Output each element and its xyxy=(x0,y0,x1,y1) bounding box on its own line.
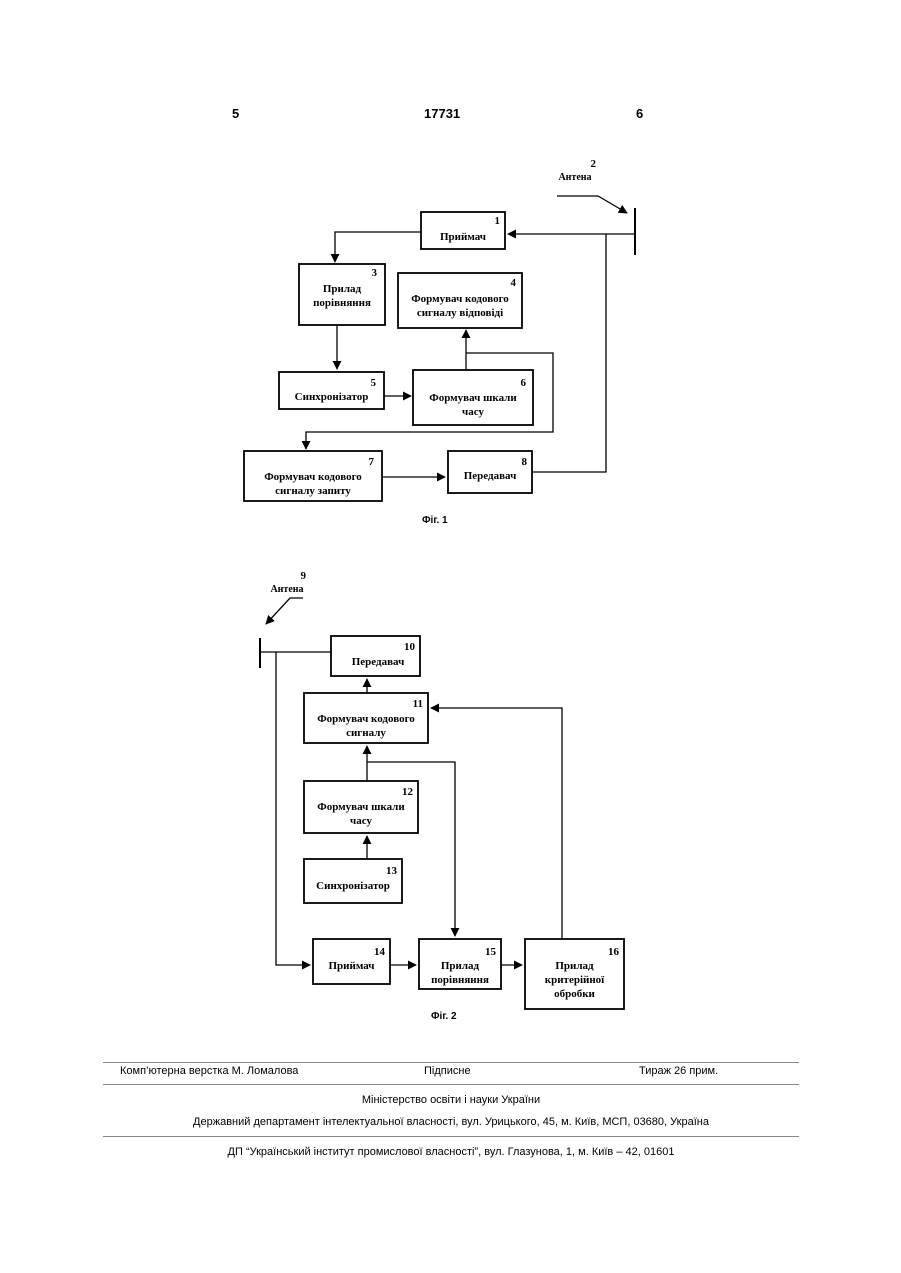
block-12-label: Формувач шкали часу xyxy=(308,800,414,828)
footer-rule-top xyxy=(103,1062,799,1063)
block-10-label: Передавач xyxy=(338,655,418,669)
block-7-label: Формувач кодового сигналу запиту xyxy=(252,470,374,498)
block-13-number: 13 xyxy=(375,865,397,877)
block-8-label: Передавач xyxy=(448,469,532,483)
antenna-2-number: 2 xyxy=(580,158,596,170)
antenna-2-label: Антена xyxy=(550,171,600,185)
block-14-label: Приймач xyxy=(313,959,390,973)
block-8-number: 8 xyxy=(507,456,527,468)
block-7-number: 7 xyxy=(354,456,374,468)
block-4-label: Формувач кодового сигналу відповіді xyxy=(401,292,519,320)
footer-department: Державний департамент інтелектуальної вл… xyxy=(103,1115,799,1129)
footer-rule-middle xyxy=(103,1084,799,1085)
block-5-label: Синхронізатор xyxy=(279,390,384,404)
footer-typesetting: Комп’ютерна верстка М. Ломалова xyxy=(120,1064,298,1078)
footer-circulation: Тираж 26 прим. xyxy=(639,1064,718,1078)
block-15-number: 15 xyxy=(474,946,496,958)
link-receiver-to-comparator xyxy=(335,232,421,262)
block-6-number: 6 xyxy=(506,377,526,389)
block-3-number: 3 xyxy=(357,267,377,279)
block-1-number: 1 xyxy=(480,215,500,227)
block-14-number: 14 xyxy=(363,946,385,958)
footer-ministry: Міністерство освіти і науки України xyxy=(103,1093,799,1107)
block-16-label: Прилад критерійної обробки xyxy=(529,959,620,1001)
footer-rule-bottom xyxy=(103,1136,799,1137)
link-criterion-processor-to-code-former xyxy=(431,708,562,939)
antenna-9-label: Антена xyxy=(262,583,312,597)
block-10-number: 10 xyxy=(393,641,415,653)
block-4-number: 4 xyxy=(496,277,516,289)
block-5-number: 5 xyxy=(356,377,376,389)
figure-2-caption: Фіг. 2 xyxy=(431,1011,457,1022)
antenna-9-number: 9 xyxy=(290,570,306,582)
block-13-label: Синхронізатор xyxy=(304,879,402,893)
footer-institute: ДП “Український інститут промислової вла… xyxy=(103,1145,799,1159)
block-11-label: Формувач кодового сигналу xyxy=(308,712,424,740)
block-1-label: Приймач xyxy=(421,230,505,244)
footer-signed: Підписне xyxy=(424,1064,471,1078)
block-15-label: Прилад порівняння xyxy=(423,959,497,987)
block-16-number: 16 xyxy=(597,946,619,958)
antenna-2-pointer xyxy=(557,196,627,213)
block-12-number: 12 xyxy=(391,786,413,798)
antenna-9-pointer xyxy=(266,598,303,624)
figure-1-caption: Фіг. 1 xyxy=(422,515,448,526)
block-3-label: Прилад порівняння xyxy=(303,282,381,310)
block-11-number: 11 xyxy=(401,698,423,710)
block-6-label: Формувач шкали часу xyxy=(420,391,526,419)
